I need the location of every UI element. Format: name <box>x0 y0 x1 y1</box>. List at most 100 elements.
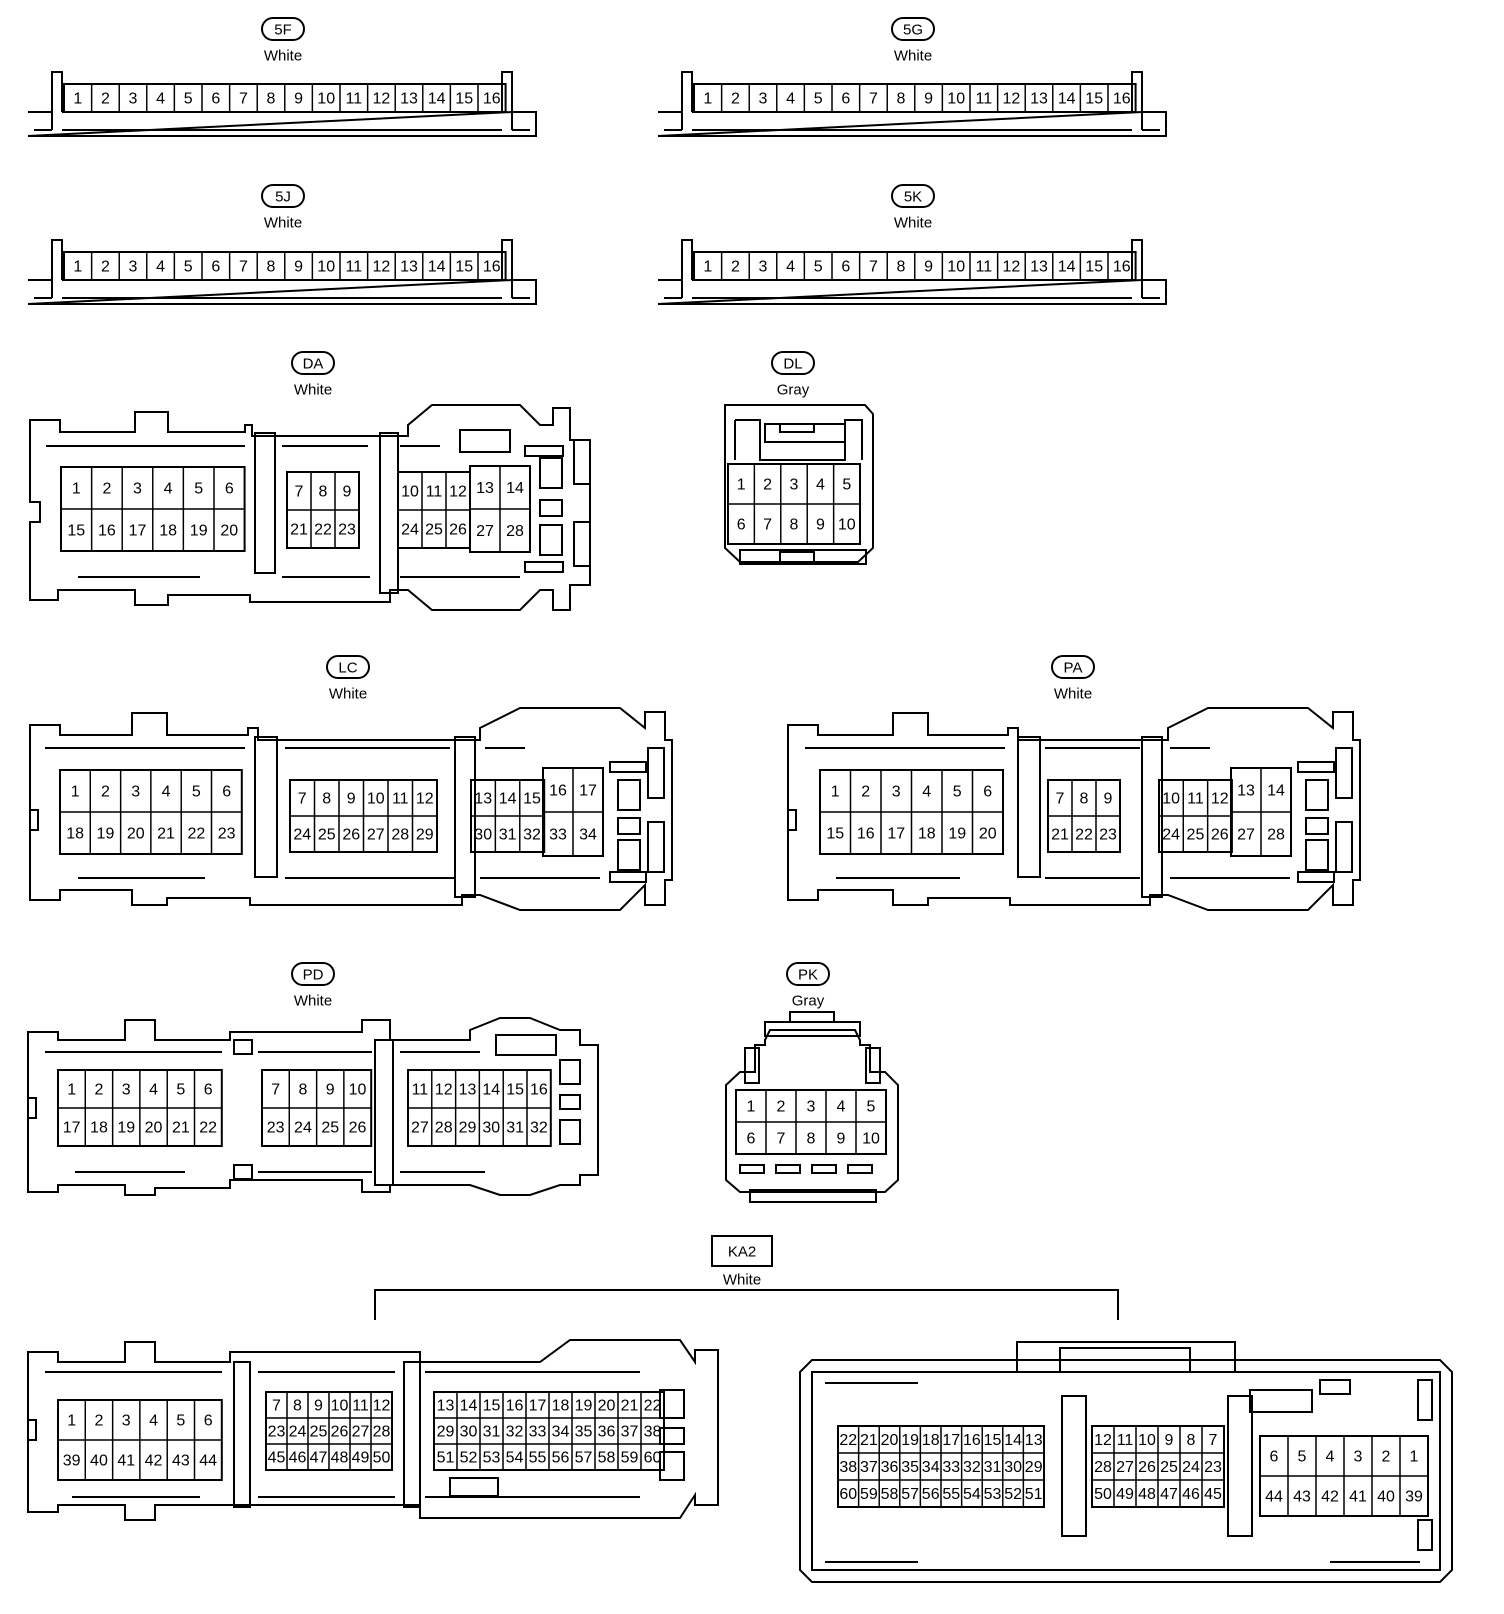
pin-number: 47 <box>310 1450 328 1467</box>
pin-cell <box>343 1107 372 1147</box>
connector-id: 5K <box>904 189 922 206</box>
pin-number: 14 <box>499 791 517 808</box>
pin-number: 26 <box>342 827 360 844</box>
pin-number: 31 <box>483 1424 501 1441</box>
body-part <box>1305 779 1329 811</box>
pin-number: 8 <box>1080 791 1089 808</box>
pin-number: 27 <box>1237 827 1255 844</box>
pin-number: 5 <box>842 477 851 494</box>
pin-cell <box>477 83 507 113</box>
pin-number: 54 <box>963 1486 981 1503</box>
pin-number: 60 <box>644 1450 662 1467</box>
pin-number: 44 <box>199 1453 217 1470</box>
pin-number: 11 <box>352 1398 369 1415</box>
body-part <box>1417 1379 1433 1421</box>
pin-number: 1 <box>831 784 840 801</box>
pin-number: 51 <box>437 1450 455 1467</box>
pin-number: 7 <box>763 517 772 534</box>
pin-number: 20 <box>127 826 145 843</box>
pin-number: 2 <box>101 784 110 801</box>
body-part <box>559 1094 581 1110</box>
pin-number: 58 <box>881 1486 899 1503</box>
pin-number: 23 <box>218 826 236 843</box>
pin-number: 19 <box>97 826 115 843</box>
body-part <box>559 1059 581 1085</box>
pin-cell <box>855 1121 887 1155</box>
pin-number: 16 <box>506 1398 524 1415</box>
pin-number: 24 <box>1162 827 1180 844</box>
pin-number: 11 <box>345 259 362 276</box>
body-part <box>847 1164 873 1174</box>
pk-foot <box>749 1189 877 1203</box>
pin-number: 49 <box>352 1450 370 1467</box>
body-outline <box>658 239 693 281</box>
pin-number: 14 <box>506 480 524 497</box>
pin-number: 16 <box>857 826 875 843</box>
pin-number: 3 <box>807 1099 816 1116</box>
ka2-left-body <box>27 1339 719 1521</box>
body-part <box>1297 871 1335 883</box>
pin-number: 19 <box>901 1432 919 1449</box>
pin-number: 8 <box>790 517 799 534</box>
pin-number: 13 <box>1030 91 1048 108</box>
pin-number: 9 <box>837 1131 846 1148</box>
connector-id: DA <box>303 356 324 373</box>
pin-cell <box>1107 251 1137 281</box>
body-part <box>1335 821 1353 873</box>
pin-number: 7 <box>777 1131 786 1148</box>
pin-number: 14 <box>428 259 446 276</box>
pin-number: 23 <box>1099 827 1117 844</box>
pin-number: 13 <box>1030 259 1048 276</box>
pin-cell <box>1260 811 1292 857</box>
pin-number: 3 <box>1354 1449 1363 1466</box>
pin-number: 5 <box>184 91 193 108</box>
pin-number: 5 <box>1298 1449 1307 1466</box>
connector-color: White <box>723 1272 761 1289</box>
pin-number: 17 <box>887 826 905 843</box>
pin-number: 19 <box>117 1120 135 1137</box>
pin-number: 2 <box>861 784 870 801</box>
pin-number: 9 <box>314 1398 323 1415</box>
pin-number: 9 <box>1104 791 1113 808</box>
pin-number: 8 <box>807 1131 816 1148</box>
pin-number: 26 <box>449 522 467 539</box>
pin-number: 43 <box>1293 1489 1311 1506</box>
pin-number: 31 <box>984 1459 1002 1476</box>
pin-number: 3 <box>892 784 901 801</box>
pin-number: 6 <box>222 784 231 801</box>
pin-number: 12 <box>373 259 391 276</box>
pin-cell <box>640 1443 665 1471</box>
body-outline <box>28 71 63 113</box>
pin-number: 5 <box>176 1413 185 1430</box>
pin-number: 35 <box>575 1424 593 1441</box>
body-part <box>539 457 563 489</box>
pin-number: 10 <box>317 259 335 276</box>
pin-number: 33 <box>942 1459 960 1476</box>
body-part <box>573 521 591 567</box>
connector-tag-PA <box>1051 655 1095 679</box>
pin-number: 28 <box>391 827 409 844</box>
pin-number: 31 <box>506 1120 524 1137</box>
pin-number: 4 <box>786 259 795 276</box>
pin-number: 15 <box>506 1082 524 1099</box>
pin-number: 12 <box>1003 91 1021 108</box>
pin-number: 16 <box>963 1432 981 1449</box>
pin-number: 27 <box>476 523 494 540</box>
pin-number: 1 <box>67 1413 76 1430</box>
pin-number: 10 <box>1138 1432 1156 1449</box>
body-part <box>1305 817 1329 835</box>
body-part <box>1335 747 1353 799</box>
da-body <box>29 404 591 611</box>
pin-number: 29 <box>416 827 434 844</box>
pin-number: 22 <box>314 522 332 539</box>
pin-number: 5 <box>194 481 203 498</box>
pin-number: 33 <box>529 1424 547 1441</box>
pin-number: 4 <box>156 259 165 276</box>
pin-number: 20 <box>881 1432 899 1449</box>
pin-number: 7 <box>239 91 248 108</box>
pin-number: 21 <box>172 1120 190 1137</box>
pin-cell <box>1399 1475 1429 1517</box>
pin-number: 15 <box>455 91 473 108</box>
connector-color: Gray <box>792 993 825 1010</box>
